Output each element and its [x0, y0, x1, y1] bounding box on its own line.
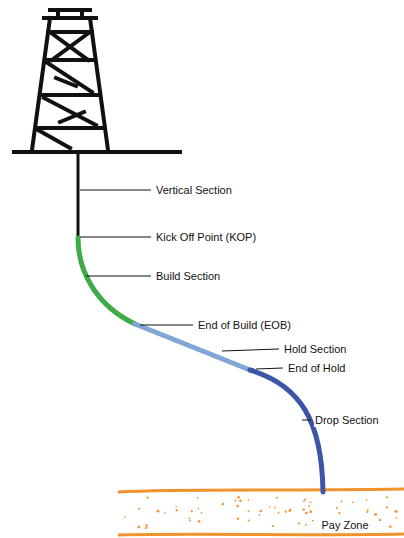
point-label: End of Build (EOB) [197, 319, 292, 332]
zone-label: Pay Zone [319, 519, 370, 532]
pay-zone-band [118, 489, 404, 535]
drop-section [250, 370, 323, 492]
point-label: End of Hold [287, 362, 346, 375]
point-label: Kick Off Point (KOP) [155, 231, 257, 244]
pay-zone: Pay Zone [118, 490, 404, 536]
section-label: Hold Section [283, 343, 347, 356]
section-label: Build Section [155, 270, 221, 283]
leader-lines [80, 190, 311, 420]
section-label: Drop Section [314, 414, 380, 427]
section-label: Vertical Section [155, 184, 233, 197]
vertical-section [77, 152, 80, 238]
drilling-rig [14, 10, 180, 152]
build-section [78, 238, 135, 324]
